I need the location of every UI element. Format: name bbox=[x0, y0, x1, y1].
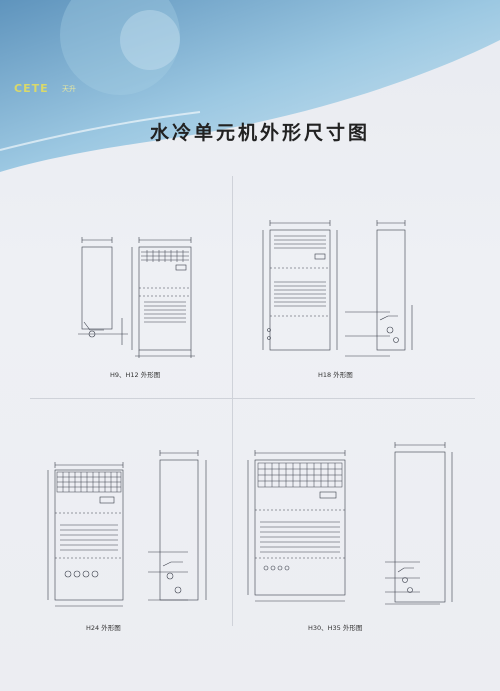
drawing-h30-h35 bbox=[247, 442, 453, 605]
caption-h18: H18 外形图 bbox=[318, 371, 353, 379]
caption-h24: H24 外形图 bbox=[86, 624, 121, 632]
caption-h30-h35: H30、H35 外形图 bbox=[308, 624, 363, 632]
divider-horizontal bbox=[30, 398, 475, 399]
drawing-h24 bbox=[47, 450, 207, 607]
drawing-h9-h12 bbox=[78, 237, 195, 358]
brand-logo: CETE bbox=[14, 82, 49, 95]
divider-vertical bbox=[232, 176, 233, 626]
page-title: 水冷单元机外形尺寸图 bbox=[149, 122, 370, 144]
header-banner bbox=[0, 0, 500, 172]
brand-logo-sub: 天升 bbox=[62, 85, 76, 93]
drawing-h18 bbox=[262, 220, 413, 357]
caption-h9-h12: H9、H12 外形图 bbox=[110, 371, 161, 379]
